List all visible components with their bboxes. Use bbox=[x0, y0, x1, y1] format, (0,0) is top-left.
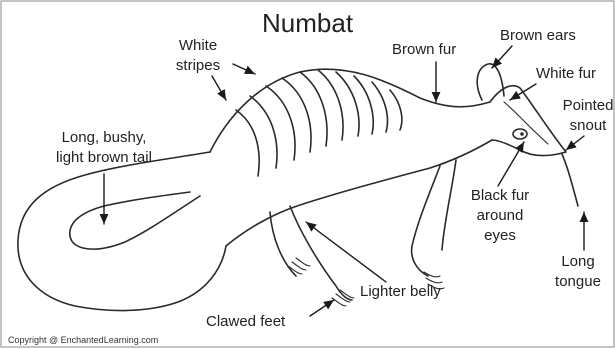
hind-leg-inner bbox=[270, 212, 296, 276]
ear bbox=[477, 64, 504, 100]
label-long-tongue-1: Long bbox=[561, 253, 594, 270]
tail-inner-line bbox=[70, 192, 200, 249]
arrow-pointed-snout bbox=[566, 136, 584, 150]
arrow-white-stripes-2 bbox=[212, 76, 226, 100]
eye bbox=[513, 129, 527, 139]
front-leg bbox=[412, 166, 440, 276]
label-black-fur-3: eyes bbox=[484, 227, 516, 244]
label-lighter-belly: Lighter belly bbox=[360, 283, 441, 300]
label-long-tongue-2: tongue bbox=[555, 273, 601, 290]
arrow-white-stripes bbox=[233, 64, 255, 74]
label-black-fur-2: around bbox=[477, 207, 524, 224]
head-outline bbox=[490, 86, 566, 156]
arrow-brown-ears bbox=[492, 46, 512, 68]
label-white-stripes-2: stripes bbox=[176, 57, 220, 74]
hind-leg bbox=[290, 206, 352, 300]
tail-outline bbox=[18, 152, 226, 311]
label-white-fur: White fur bbox=[536, 65, 596, 82]
label-black-fur-1: Black fur bbox=[471, 187, 529, 204]
arrow-clawed-feet bbox=[310, 300, 334, 316]
label-clawed-feet: Clawed feet bbox=[206, 313, 286, 330]
arrows bbox=[104, 46, 584, 316]
diagram-title: Numbat bbox=[262, 8, 354, 38]
front-leg-back bbox=[442, 160, 456, 250]
label-pointed-snout-2: snout bbox=[570, 117, 608, 134]
tongue bbox=[562, 154, 578, 206]
stripes bbox=[236, 70, 402, 176]
label-brown-fur: Brown fur bbox=[392, 41, 456, 58]
body-back bbox=[210, 69, 490, 152]
copyright-text: Copyright @ EnchantedLearning.com bbox=[8, 335, 158, 345]
label-tail-2: light brown tail bbox=[56, 149, 152, 166]
label-white-stripes-1: White bbox=[179, 37, 217, 54]
eye-pupil bbox=[520, 132, 524, 136]
hind-claws bbox=[332, 290, 354, 306]
label-brown-ears: Brown ears bbox=[500, 27, 576, 44]
label-tail-1: Long, bushy, bbox=[62, 129, 147, 146]
body-belly bbox=[226, 140, 492, 246]
arrow-black-fur bbox=[498, 142, 524, 186]
label-pointed-snout-1: Pointed bbox=[563, 97, 614, 114]
arrow-lighter-belly bbox=[306, 222, 386, 282]
